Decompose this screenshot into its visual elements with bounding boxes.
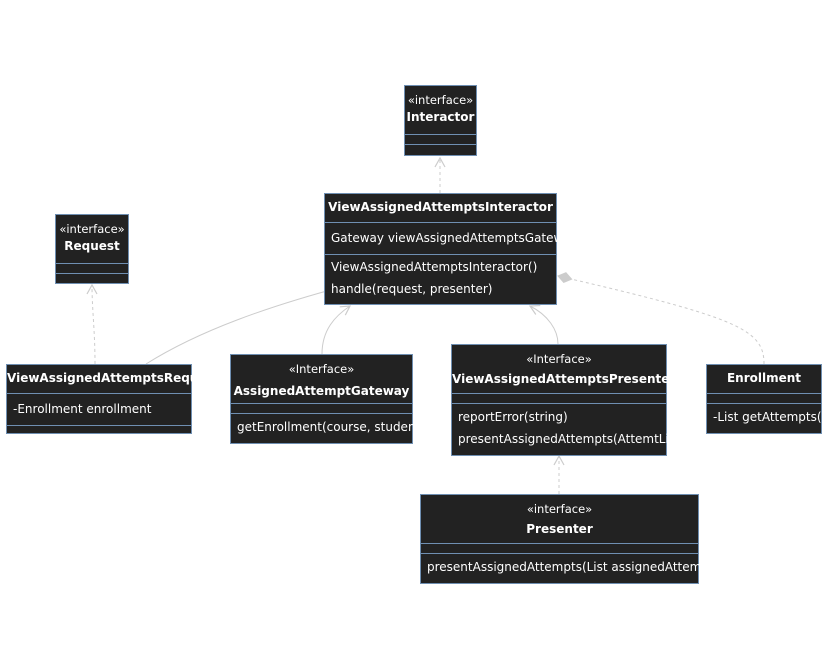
class-name: Enrollment [726, 371, 802, 385]
class-name: Presenter [526, 522, 593, 536]
attribute-line: Gateway viewAssignedAttemptsGateway [331, 231, 578, 245]
methods-section: getEnrollment(course, student) [231, 413, 425, 438]
method-line: getEnrollment(course, student) [237, 420, 425, 434]
class-presenter[interactable]: «interface» Presenter presentAssignedAtt… [420, 494, 725, 584]
method-line: handle(request, presenter) [331, 282, 493, 296]
methods-section: reportError(string) presentAssignedAttem… [452, 403, 685, 450]
class-name: AssignedAttemptGateway [233, 384, 410, 398]
class-name: ViewAssignedAttemptsRequest [7, 371, 220, 385]
class-interactor[interactable]: «interface» Interactor [404, 85, 477, 156]
attributes-section [231, 403, 412, 413]
attributes-section [452, 393, 666, 403]
methods-section [405, 144, 476, 154]
attributes-section: Gateway viewAssignedAttemptsGateway [325, 222, 578, 254]
method-line: reportError(string) [458, 410, 568, 424]
class-name: Interactor [406, 110, 475, 124]
methods-section [7, 425, 191, 433]
edge-presenter-impl-to-interactor [528, 304, 559, 345]
class-name: Request [64, 239, 120, 253]
method-line: -List getAttempts() [713, 410, 827, 424]
class-name: ViewAssignedAttemptsInteractor [328, 200, 553, 214]
class-request[interactable]: «interface» Request [55, 214, 129, 284]
attributes-section [421, 543, 698, 553]
methods-section [56, 273, 128, 283]
attributes-section [707, 393, 821, 403]
edge-gateway-to-interactor [321, 305, 352, 355]
class-assigned-attempt-gateway[interactable]: «Interface» AssignedAttemptGateway getEn… [230, 354, 425, 444]
method-line: ViewAssignedAttemptsInteractor() [331, 260, 538, 274]
stereotype-label: «Interface» [288, 362, 355, 376]
stereotype-label: «interface» [407, 93, 474, 107]
class-name: ViewAssignedAttemptsPresenter [452, 372, 676, 386]
stereotype-label: «Interface» [526, 352, 592, 366]
stereotype-label: «interface» [59, 222, 125, 236]
methods-section: -List getAttempts() [707, 403, 827, 428]
class-view-assigned-attempts-presenter[interactable]: «Interface» ViewAssignedAttemptsPresente… [451, 344, 685, 456]
stereotype-label: «interface» [526, 502, 593, 516]
attributes-section [56, 263, 128, 273]
methods-section: presentAssignedAttempts(List assignedAtt… [421, 553, 725, 578]
class-enrollment[interactable]: Enrollment -List getAttempts() [706, 364, 827, 434]
method-line: presentAssignedAttempts(List assignedAtt… [427, 560, 725, 574]
edge-view-request-to-interactor [145, 282, 347, 365]
class-view-assigned-attempts-request[interactable]: ViewAssignedAttemptsRequest -Enrollment … [6, 364, 220, 434]
edge-view-request-to-request [86, 283, 98, 365]
attribute-line: -Enrollment enrollment [13, 402, 152, 416]
attributes-section: -Enrollment enrollment [7, 393, 191, 425]
method-line: presentAssignedAttempts(AttemtList) [458, 432, 685, 446]
attributes-section [405, 134, 476, 144]
methods-section: ViewAssignedAttemptsInteractor() handle(… [325, 254, 556, 300]
class-view-assigned-attempts-interactor[interactable]: ViewAssignedAttemptsInteractor Gateway v… [324, 193, 578, 305]
